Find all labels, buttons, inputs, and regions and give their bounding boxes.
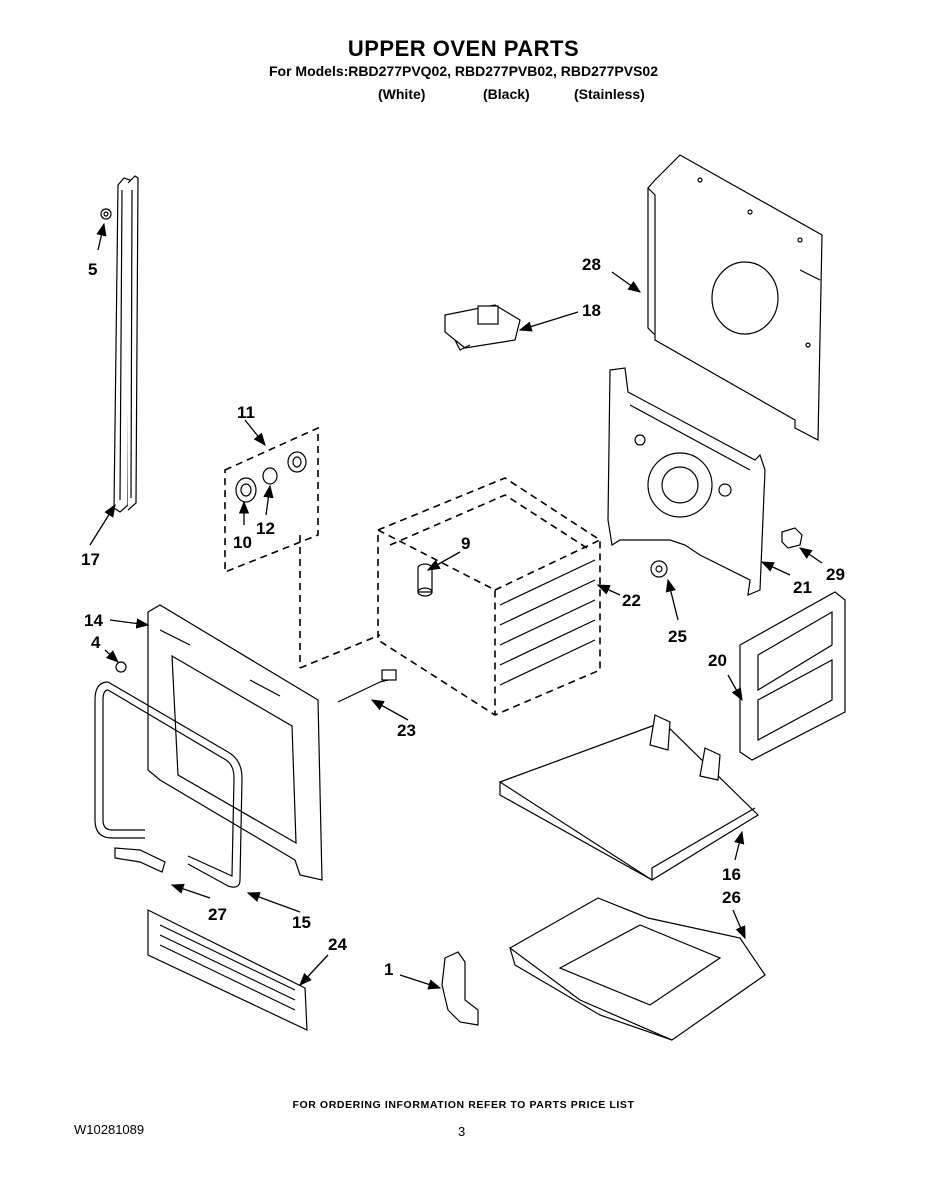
callout-24: 24 — [328, 935, 347, 954]
leader-arrows — [89, 222, 823, 990]
part-17-vertical-trim — [113, 175, 139, 513]
part-27-shield — [114, 847, 166, 873]
callout-22: 22 — [622, 591, 641, 610]
callout-26: 26 — [722, 888, 741, 907]
part-15-gasket — [94, 681, 243, 888]
part-1-bracket — [441, 951, 479, 1026]
part-22-oven-cavity — [299, 477, 601, 716]
part-5-screw — [100, 208, 112, 220]
part-24-vent-grille — [147, 909, 308, 1031]
callout-18: 18 — [582, 301, 601, 320]
callout-25: 25 — [668, 627, 687, 646]
callout-16: 16 — [722, 865, 741, 884]
part-29-clip — [781, 527, 803, 549]
callout-28: 28 — [582, 255, 601, 274]
callout-20: 20 — [708, 651, 727, 670]
callout-29: 29 — [826, 565, 845, 584]
part-4-screw — [115, 661, 127, 673]
document-number: W10281089 — [74, 1122, 145, 1137]
callout-10: 10 — [233, 533, 252, 552]
part-20-side-panel — [739, 591, 846, 761]
callout-15: 15 — [292, 913, 311, 932]
part-28-back-panel — [647, 154, 823, 441]
callout-1: 1 — [384, 960, 393, 979]
variant-stainless: (Stainless) — [574, 86, 645, 102]
part-16-bottom-panel — [498, 714, 759, 881]
part-26-bottom-pan — [508, 897, 766, 1041]
variant-black: (Black) — [483, 86, 530, 102]
callout-27: 27 — [208, 905, 227, 924]
part-18-motor-bracket — [444, 304, 521, 351]
part-25-fan-nut — [650, 560, 668, 578]
callout-21: 21 — [793, 578, 812, 597]
part-23-temperature-sensor — [337, 669, 397, 703]
page-number: 3 — [458, 1124, 466, 1139]
page-title: UPPER OVEN PARTS — [347, 36, 580, 61]
part-14-front-frame — [147, 604, 323, 881]
variant-white: (White) — [378, 86, 426, 102]
callout-5: 5 — [88, 260, 97, 279]
callout-labels: 5 17 28 18 11 10 12 9 22 25 21 29 20 14 … — [81, 255, 845, 979]
ordering-note: FOR ORDERING INFORMATION REFER TO PARTS … — [292, 1099, 635, 1111]
callout-14: 14 — [84, 611, 103, 630]
model-list: For Models:RBD277PVQ02, RBD277PVB02, RBD… — [268, 63, 659, 79]
callout-4: 4 — [91, 633, 101, 652]
part-21-rear-wall — [607, 367, 766, 596]
callout-17: 17 — [81, 550, 100, 569]
callout-23: 23 — [397, 721, 416, 740]
callout-11: 11 — [237, 403, 255, 422]
callout-12: 12 — [256, 519, 275, 538]
callout-9: 9 — [461, 534, 470, 553]
